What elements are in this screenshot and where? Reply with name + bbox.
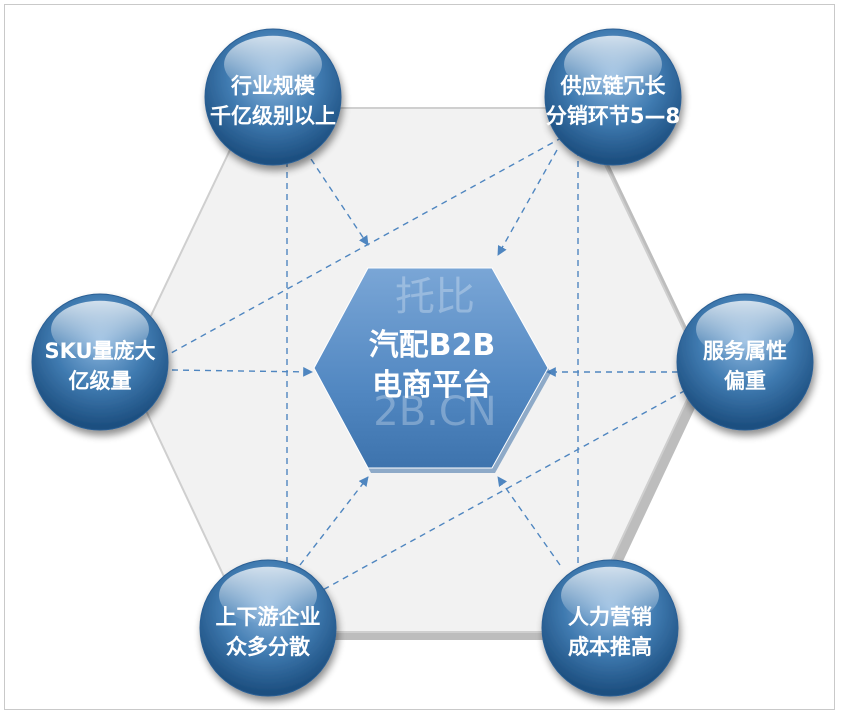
- node-gloss: [696, 300, 794, 358]
- node-label-line-1: SKU量庞大: [44, 339, 155, 363]
- node-gloss: [219, 566, 317, 624]
- diagonal-line-lower: [289, 384, 696, 609]
- watermark-line-1: 托比: [395, 274, 475, 320]
- node-label-line-2: 亿级量: [69, 369, 132, 393]
- node-label-line-1: 上下游企业: [216, 605, 321, 629]
- arrows: [171, 149, 678, 566]
- watermark-line-2: 2B.CN: [373, 389, 496, 435]
- arrow-bottom-right: [497, 476, 561, 566]
- node-gloss: [561, 566, 659, 624]
- node-label-line-1: 供应链冗长: [560, 74, 667, 98]
- node-label-line-1: 服务属性: [703, 339, 787, 363]
- node-label-line-1: 人力营销: [568, 605, 652, 629]
- node-label-line-1: 行业规模: [230, 74, 316, 98]
- arrow-top-left: [304, 149, 369, 246]
- node-gloss: [51, 300, 149, 358]
- arrow-top-right: [497, 149, 558, 256]
- center-title-line-1: 汽配B2B: [369, 328, 496, 363]
- node-label-line-2: 分销环节5—8: [546, 104, 680, 128]
- arrow-left: [171, 366, 313, 377]
- center-title-line-2: 电商平台: [372, 368, 492, 403]
- node-label-line-2: 偏重: [724, 369, 766, 393]
- node-label-line-2: 成本推高: [568, 635, 652, 659]
- center-hexagon: 托比 2B.CN 汽配B2B 电商平台: [313, 267, 551, 473]
- arrow-bottom-left: [299, 476, 369, 566]
- node-gloss: [564, 35, 662, 93]
- node-label-line-2: 众多分散: [226, 635, 310, 659]
- node-label-line-2: 千亿级别以上: [210, 104, 336, 128]
- node-gloss: [224, 35, 322, 93]
